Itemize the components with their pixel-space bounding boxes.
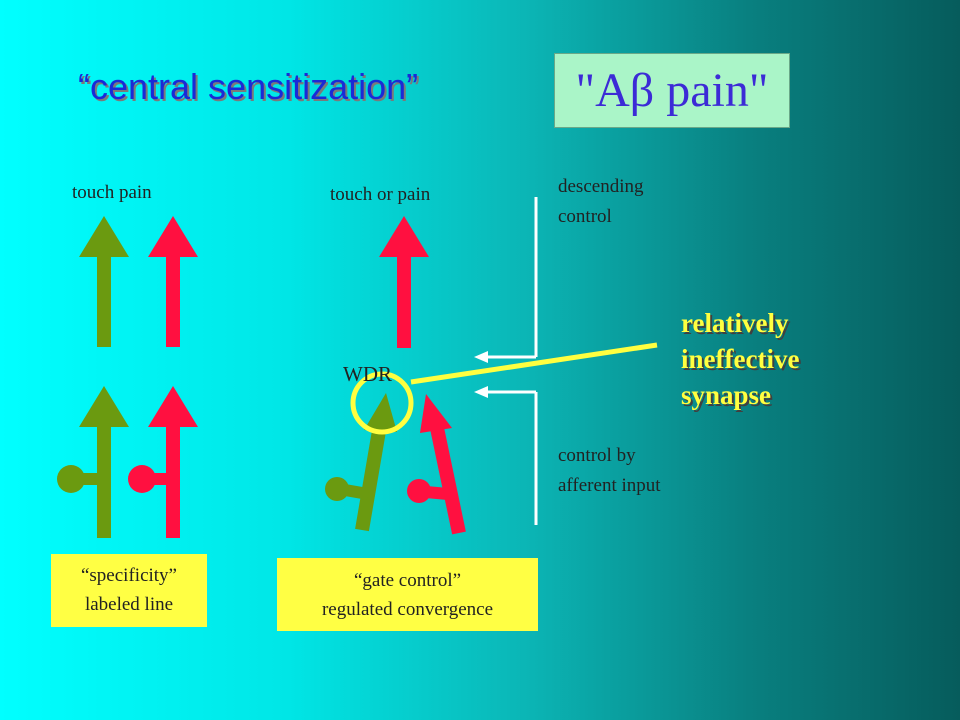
callout-line2: ineffective — [681, 344, 800, 374]
label-touch-or-pain: touch or pain — [330, 184, 431, 205]
synapse-highlight-circle — [350, 371, 414, 435]
label-touch-pain: touch pain — [72, 182, 152, 203]
abeta-pain-box: "Aβ pain" — [554, 53, 790, 128]
callout-line1: relatively — [681, 308, 789, 338]
specificity-line1: “specificity” — [80, 565, 177, 586]
callout-pointer-line — [410, 342, 658, 385]
label-afferent-control: control by afferent input — [558, 441, 661, 501]
gate-line1: “gate control” — [353, 570, 462, 591]
slide-title: “central sensitization” — [78, 66, 419, 107]
pain-arrow-top — [148, 216, 198, 347]
descending-control-bracket — [474, 197, 538, 363]
pain-arrow-bottom — [128, 386, 198, 538]
afferent-control-bracket — [474, 386, 538, 525]
gate-control-box: “gate control” regulated convergence — [277, 558, 538, 631]
label-descending-line1: descending — [558, 176, 644, 197]
callout-line3: synapse — [681, 380, 772, 410]
touch-afferent-converging — [325, 393, 397, 532]
wdr-label: WDR — [343, 362, 392, 386]
ineffective-synapse-callout: relatively ineffective synapse — [681, 305, 799, 413]
label-afferent-line1: control by — [558, 445, 636, 466]
specificity-box: “specificity” labeled line — [51, 554, 207, 627]
label-descending-line2: control — [558, 206, 612, 227]
label-afferent-line2: afferent input — [558, 475, 661, 496]
wdr-projection-arrow — [379, 216, 429, 348]
touch-arrow-top — [79, 216, 129, 347]
label-descending-control: descending control — [558, 172, 643, 232]
touch-arrow-bottom — [57, 386, 129, 538]
pain-afferent-converging — [407, 394, 466, 535]
specificity-line2: labeled line — [84, 594, 174, 615]
gate-line2: regulated convergence — [321, 599, 494, 620]
